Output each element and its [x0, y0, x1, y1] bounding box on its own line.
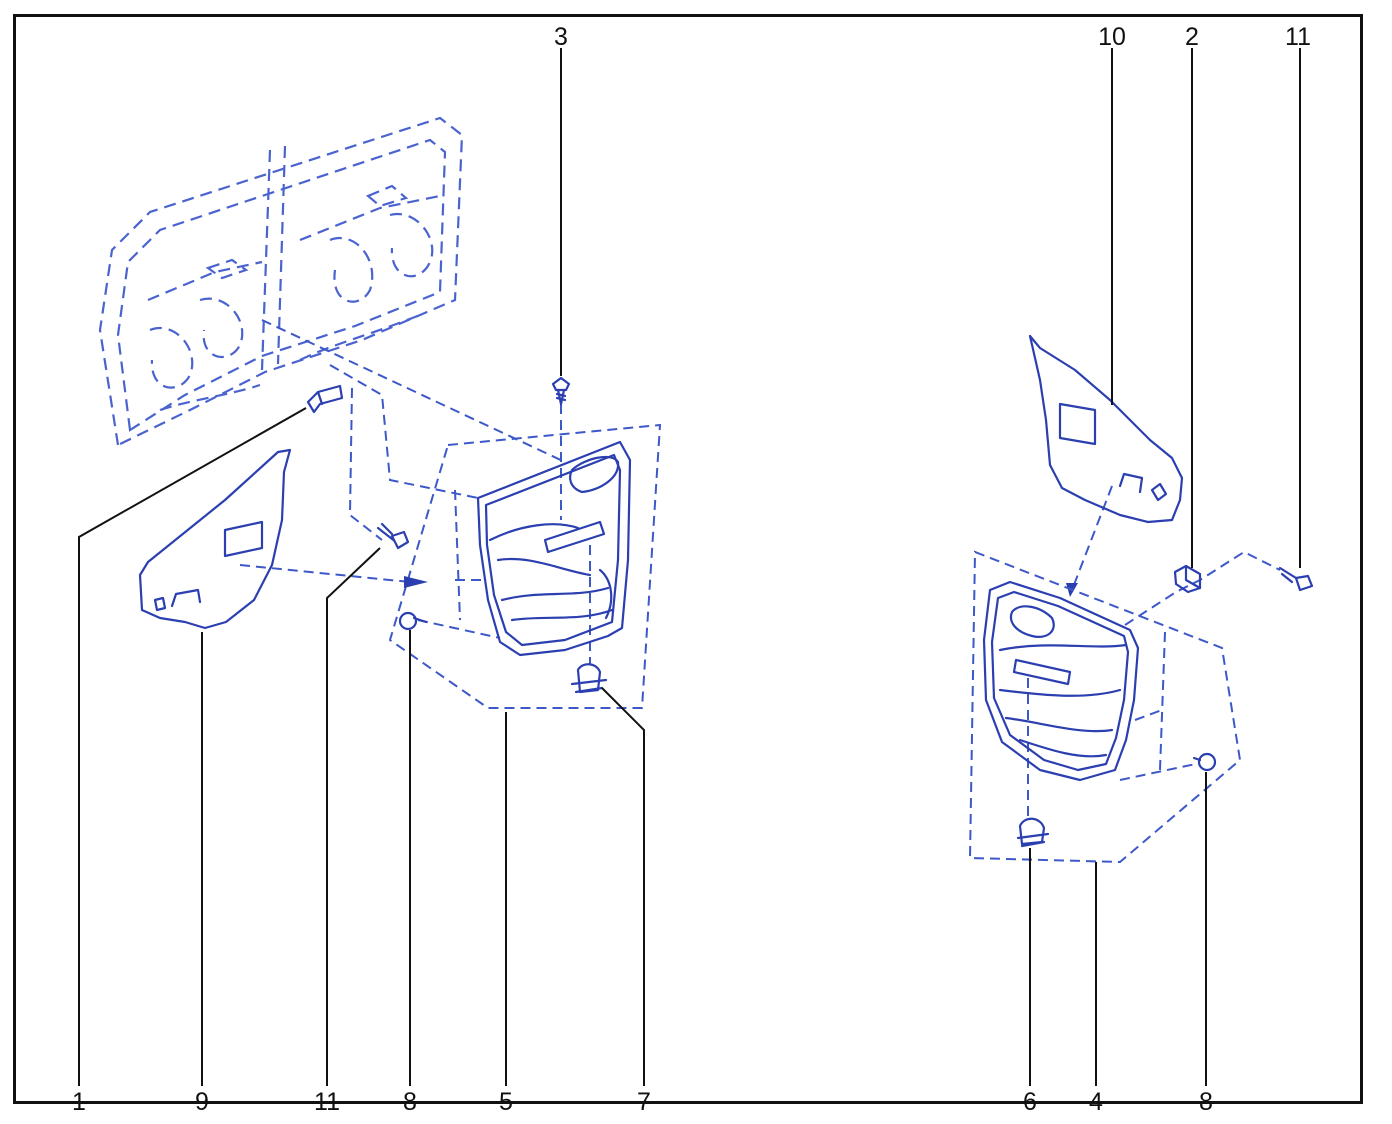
clip-part-8-left: [398, 611, 428, 631]
door-trim-panel-part-4: [982, 580, 1140, 782]
left-assembly-guides: [239, 319, 662, 709]
insulation-pad-part-9: [138, 448, 292, 630]
leader-lines: [78, 48, 1301, 1086]
callout-11-left: 11: [314, 1088, 340, 1116]
clip-part-6: [1016, 817, 1050, 848]
clip-part-7: [570, 663, 608, 694]
door-frame-outline: [98, 116, 464, 447]
diagram-frame: [13, 14, 1363, 1104]
callout-6: 6: [1023, 1088, 1037, 1116]
bracket-part-1-left: [306, 384, 344, 414]
callout-3: 3: [554, 23, 568, 51]
insulation-pad-part-10: [1028, 334, 1184, 524]
right-assembly-guides: [968, 485, 1281, 864]
callout-8-right: 8: [1199, 1088, 1213, 1116]
callout-1: 1: [72, 1088, 86, 1116]
callout-7: 7: [637, 1088, 651, 1116]
bracket-part-2-right: [1173, 564, 1202, 594]
door-trim-panel-part-5: [476, 440, 632, 657]
callout-8-left: 8: [403, 1088, 417, 1116]
callout-labels: 1 9 11 8 5 7 3 10 2 11 6 4 8: [72, 23, 1311, 1116]
callout-9: 9: [195, 1088, 209, 1116]
clip-part-8-right: [1192, 752, 1217, 772]
callout-4: 4: [1089, 1088, 1103, 1116]
screw-part-3: [551, 376, 571, 406]
callout-5: 5: [499, 1088, 513, 1116]
screw-part-11-left: [376, 522, 410, 550]
screw-part-11-right: [1278, 566, 1314, 592]
callout-11-right: 11: [1285, 23, 1311, 51]
callout-10: 10: [1098, 23, 1126, 51]
callout-2: 2: [1185, 23, 1199, 51]
